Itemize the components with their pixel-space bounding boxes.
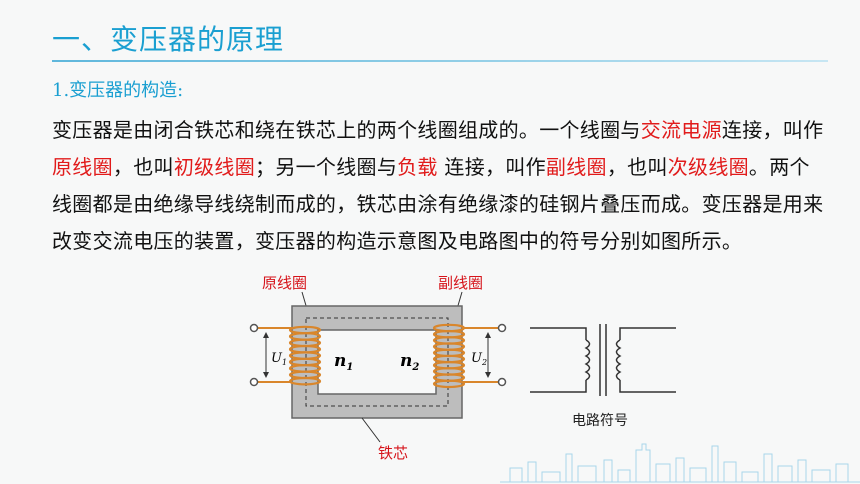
paragraph-text: ；另一个线圈与 xyxy=(255,155,398,179)
highlighted-term: 负载 xyxy=(397,155,438,179)
section-subheading: 1.变压器的构造: xyxy=(52,80,184,101)
primary-coil-label: 原线圈 xyxy=(262,274,307,292)
n2-label: n2 xyxy=(400,351,419,373)
primary-terminals: U1 xyxy=(249,323,292,387)
circuit-symbol-label: 电路符号 xyxy=(572,413,628,429)
city-skyline-decoration xyxy=(500,443,860,483)
paragraph-text: ，也叫 xyxy=(112,155,174,179)
highlighted-term: 初级线圈 xyxy=(173,155,256,179)
highlighted-term: 交流电源 xyxy=(640,118,722,142)
u2-label: U xyxy=(471,351,483,366)
n1-label: n1 xyxy=(334,351,353,373)
highlighted-term: 次级线圈 xyxy=(667,155,749,179)
transformer-circuit-symbol xyxy=(530,324,676,396)
highlighted-term: 副线圈 xyxy=(545,155,607,179)
iron-core-label: 铁芯 xyxy=(378,444,408,462)
paragraph-text: ，也叫 xyxy=(606,155,668,179)
paragraph-text: 。两个线圈都是由绝缘导线绕制而成的，铁芯由涂有绝缘漆的硅钢片叠压而成。变压器是用… xyxy=(52,155,824,253)
svg-text:U2: U2 xyxy=(471,351,487,367)
primary-coil xyxy=(288,325,322,386)
secondary-coil-label: 副线圈 xyxy=(438,274,483,292)
highlighted-term: 原线圈 xyxy=(52,155,113,179)
title-divider xyxy=(52,60,828,62)
paragraph-text: 连接，叫作 xyxy=(437,155,546,179)
body-paragraph: 变压器是由闭合铁芯和绕在铁芯上的两个线圈组成的。一个线圈与交流电源连接，叫作原线… xyxy=(52,112,824,260)
paragraph-text: 连接，叫作 xyxy=(721,118,824,142)
u1-label: U xyxy=(271,351,283,366)
page-title: 一、变压器的原理 xyxy=(52,23,285,56)
secondary-terminals: U2 xyxy=(462,323,507,387)
svg-text:U1: U1 xyxy=(271,351,287,367)
paragraph-text: 变压器是由闭合铁芯和绕在铁芯上的两个线圈组成的。一个线圈与 xyxy=(52,118,641,142)
transformer-diagram: 原线圈 副线圈 U1 U2 n1 n2 铁芯 xyxy=(249,274,507,462)
